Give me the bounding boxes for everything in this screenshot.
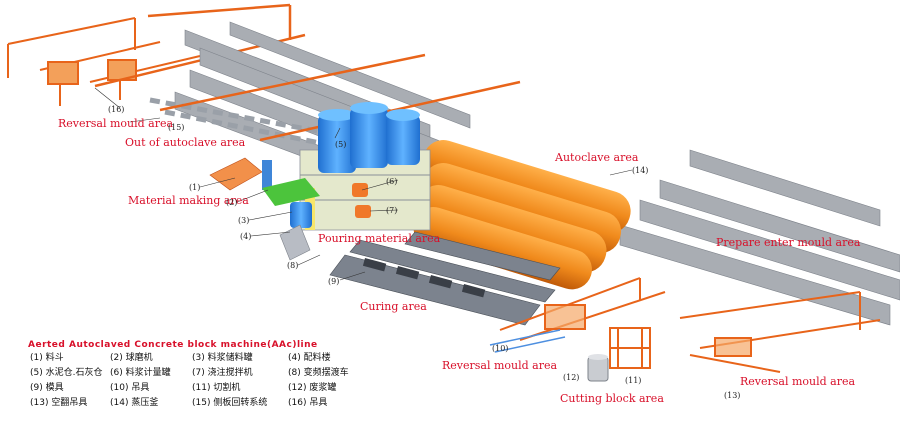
label-pouring-material: Pouring material area (318, 232, 441, 245)
callout-15: (15) (168, 123, 185, 132)
callout-5: (5) (335, 140, 347, 149)
legend-item: (7) 浇注搅拌机 (192, 368, 253, 378)
legend-item: (5) 水泥仓.石灰仓 (30, 368, 103, 378)
reversal-mould-gantry-top (7, 17, 201, 106)
callout-10: (10) (492, 344, 509, 353)
callout-11: (11) (625, 376, 642, 385)
legend-item: (3) 料浆储料罐 (192, 353, 253, 363)
block-stacks-front (619, 149, 900, 326)
label-reversal-mould-right: Reversal mould area (740, 375, 856, 388)
callout-14: (14) (632, 166, 649, 175)
curing-mould-inner (362, 258, 486, 298)
callout-8: (8) (287, 261, 299, 270)
callout-12: (12) (563, 373, 580, 382)
floor-rails (489, 329, 566, 353)
legend-item: (10) 吊具 (110, 383, 150, 393)
legend-item: (16) 吊具 (288, 398, 328, 408)
autoclave-vessels (413, 139, 631, 290)
label-autoclave: Autoclave area (555, 151, 639, 164)
reversal-gantry-right (679, 291, 881, 373)
label-out-of-autoclave: Out of autoclave area (125, 136, 246, 149)
waste-slurry-tank (587, 354, 609, 382)
legend-item: (2) 球磨机 (110, 353, 153, 363)
cutting-machines (609, 327, 651, 369)
label-cutting-block: Cutting block area (560, 392, 664, 405)
label-reversal-mould-mid: Reversal mould area (442, 359, 558, 372)
legend-item: (13) 空翻吊具 (30, 398, 88, 408)
callout-13: (13) (724, 391, 741, 400)
cement-lime-silos (318, 102, 420, 173)
slurry-tanks (352, 183, 371, 218)
legend-item: (4) 配料楼 (288, 353, 331, 363)
reversal-gantry-mid (499, 277, 666, 341)
legend-item: (15) 侧板回转系统 (192, 398, 268, 408)
callout-9: (9) (328, 277, 340, 286)
legend-item: (9) 模具 (30, 383, 64, 393)
legend-item: (8) 变频摆渡车 (288, 368, 349, 378)
callout-7: (7) (386, 206, 398, 215)
legend-item: (11) 切割机 (192, 383, 241, 393)
material-making-equipment (209, 157, 320, 261)
label-curing: Curing area (360, 300, 427, 313)
legend-item: (1) 料斗 (30, 353, 64, 363)
legend-item: (6) 料浆计量罐 (110, 368, 171, 378)
leader-lines (94, 87, 633, 281)
curing-moulds (329, 231, 561, 326)
legend-item: (14) 蒸压釜 (110, 398, 159, 408)
callout-4: (4) (240, 232, 252, 241)
callout-2: (2) (226, 198, 238, 207)
legend-item: (12) 废浆罐 (288, 383, 337, 393)
callout-16: (16) (108, 105, 125, 114)
label-reversal-mould-top: Reversal mould area (58, 117, 174, 130)
callout-6: (6) (386, 177, 398, 186)
label-prepare-enter-mould: Prepare enter mould area (716, 236, 861, 249)
callout-3: (3) (238, 216, 250, 225)
legend-title: Aerted Autoclaved Concrete block machine… (28, 340, 318, 350)
mid-overhead-rail (159, 53, 521, 142)
label-material-making: Material making area (128, 194, 249, 207)
callout-1: (1) (189, 183, 201, 192)
